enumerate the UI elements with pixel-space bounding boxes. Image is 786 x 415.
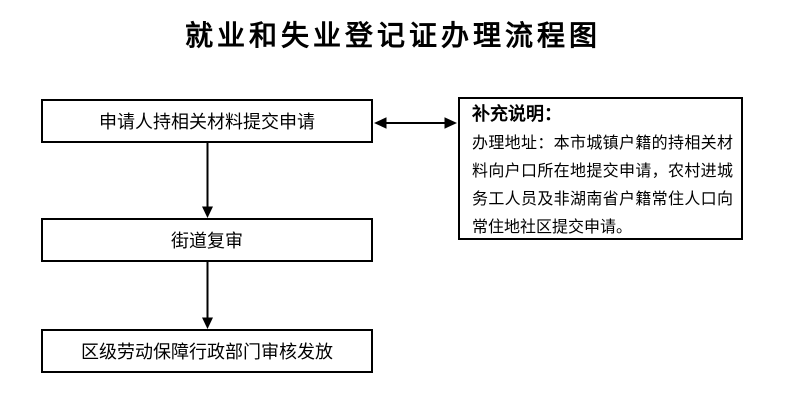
supplementary-note-box: 补充说明： 办理地址：本市城镇户籍的持相关材料向户口所在地提交申请，农村进城务工…	[458, 97, 743, 240]
note-heading: 补充说明：	[472, 104, 562, 125]
flow-step-street-review-label: 街道复审	[171, 231, 243, 252]
note-body: 办理地址：本市城镇户籍的持相关材料向户口所在地提交申请，农村进城务工人员及非湖南…	[472, 133, 733, 236]
flow-step-street-review: 街道复审	[41, 218, 373, 262]
flow-step-submit-application: 申请人持相关材料提交申请	[41, 99, 373, 143]
page-title: 就业和失业登记证办理流程图	[184, 19, 601, 52]
flow-step-district-audit-issue: 区级劳动保障行政部门审核发放	[41, 329, 373, 373]
flow-step-district-audit-issue-label: 区级劳动保障行政部门审核发放	[81, 342, 333, 363]
flow-step-submit-application-label: 申请人持相关材料提交申请	[99, 112, 315, 133]
arrowhead-down-step2	[202, 206, 213, 218]
arrowhead-down-step3	[202, 317, 213, 329]
arrowhead-right-note	[444, 117, 457, 129]
arrowhead-left-step1	[374, 117, 387, 129]
